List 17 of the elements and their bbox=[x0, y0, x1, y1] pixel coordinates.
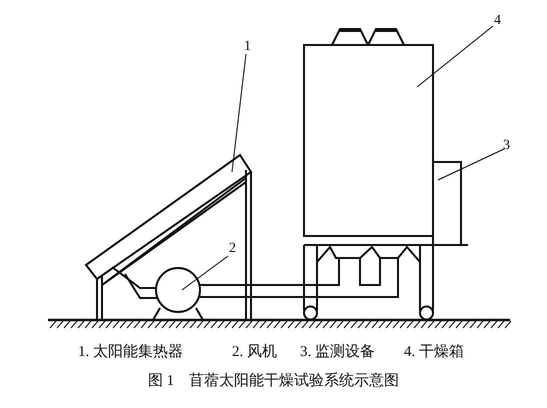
legend-item: 2. 风机 bbox=[232, 343, 277, 361]
fan-body bbox=[155, 267, 201, 313]
legend-item: 1. 太阳能集热器 bbox=[78, 343, 183, 361]
leader-line bbox=[182, 256, 228, 290]
drying-box bbox=[303, 44, 434, 237]
leader-line bbox=[232, 54, 246, 172]
collector-panel bbox=[84, 154, 252, 280]
callout-number: 4 bbox=[494, 14, 501, 28]
callout-number: 2 bbox=[229, 242, 236, 256]
figure-caption: 图 1 苜蓿太阳能干燥试验系统示意图 bbox=[146, 372, 400, 390]
callout-number: 1 bbox=[244, 40, 251, 54]
leader-line bbox=[416, 26, 494, 88]
leader-line bbox=[438, 148, 504, 180]
legend-item: 4. 干燥箱 bbox=[404, 343, 464, 361]
callout-number: 3 bbox=[503, 139, 510, 153]
monitor-box bbox=[432, 161, 462, 246]
legend-item: 3. 监测设备 bbox=[300, 343, 375, 361]
